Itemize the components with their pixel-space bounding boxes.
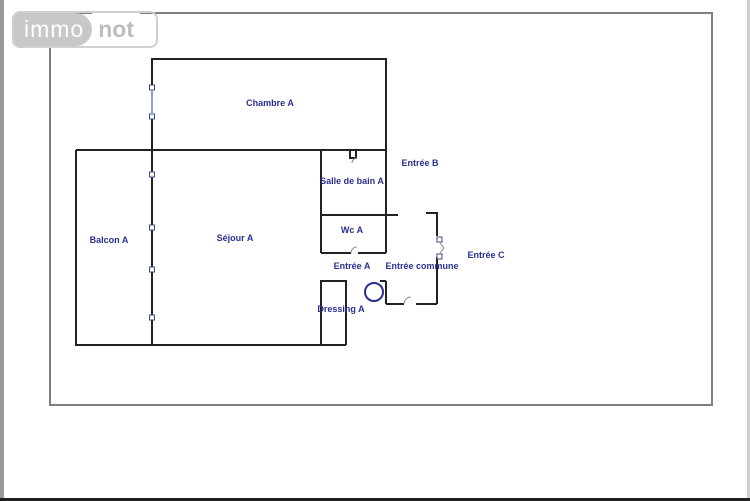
room-label-entree-a: Entrée A [333,261,371,271]
room-label-wc-a: Wc A [340,225,364,235]
room-label-sejour-a: Séjour A [216,233,254,243]
right-edge-strip [747,0,750,498]
logo-immo-text: immo [14,13,93,46]
room-label-chambre-a: Chambre A [246,98,294,108]
room-label-dressing-a: Dressing A [317,304,365,314]
logo-not-text: not [92,13,140,46]
floor-plan-frame [49,12,713,406]
room-label-balcon-a: Balcon A [89,235,129,245]
bottom-edge-strip [0,498,750,501]
immonot-logo: immo not [12,11,158,48]
room-label-entree-c: Entrée C [467,250,505,260]
appliance-circle [364,282,384,302]
room-label-entree-b: Entrée B [401,158,439,168]
room-label-salle-de-bain-a: Salle de bain A [320,176,384,186]
room-label-entree-commune: Entrée commune [385,261,459,271]
left-edge-strip [0,0,4,501]
